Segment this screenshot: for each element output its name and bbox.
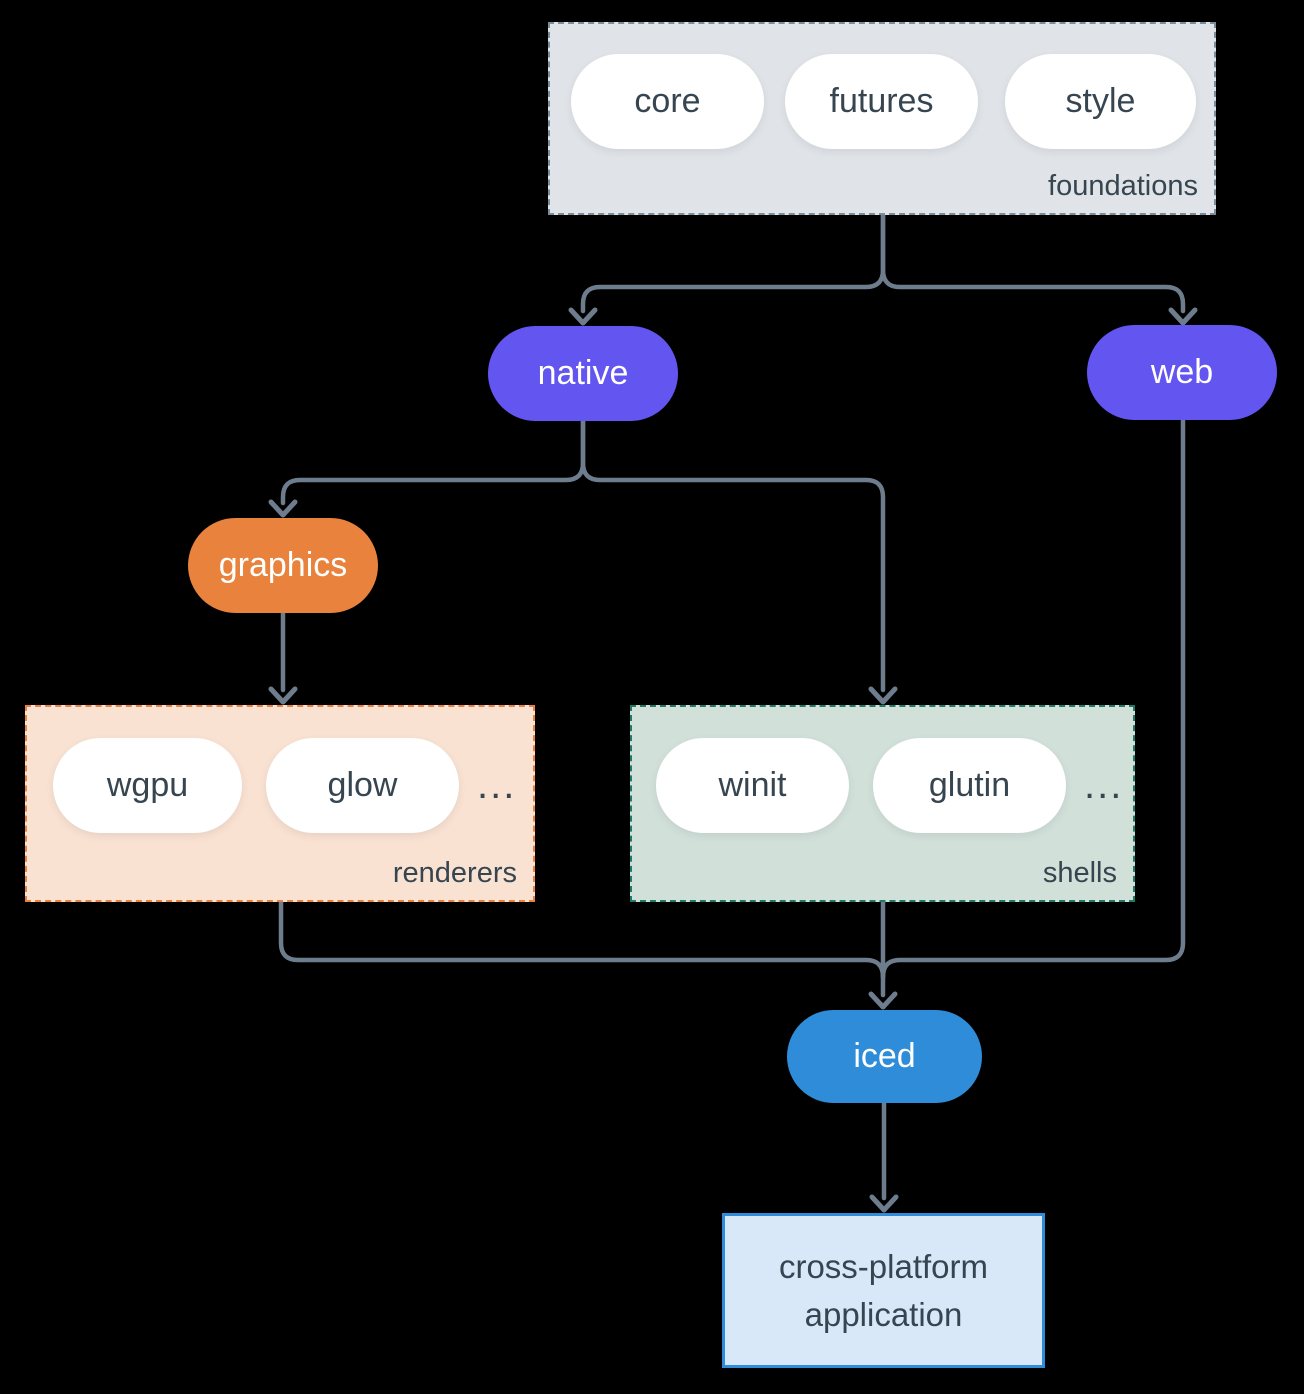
- node-web: web: [1087, 325, 1277, 420]
- pill-style-label: style: [1065, 82, 1136, 120]
- pill-glutin-label: glutin: [928, 766, 1011, 804]
- node-web-label: web: [1150, 353, 1214, 391]
- arrowhead-application: [869, 1194, 899, 1213]
- pill-glow: glow: [266, 738, 459, 833]
- connector-foundations-to-native: [568, 212, 886, 326]
- arrowhead-native: [568, 307, 598, 326]
- pill-glutin: glutin: [873, 738, 1066, 833]
- connector-foundations-to-web: [880, 212, 1198, 326]
- connector-shells-to-iced: [868, 899, 898, 1010]
- foundations-group: core futures style foundations: [548, 22, 1216, 215]
- pill-core-label: core: [634, 82, 701, 120]
- node-graphics-label: graphics: [218, 546, 348, 584]
- connector-iced-to-application: [869, 1100, 899, 1213]
- pill-winit-label: winit: [718, 766, 787, 804]
- application-label-line1: cross-platform: [778, 1247, 989, 1285]
- foundations-group-label: foundations: [1048, 170, 1198, 202]
- pill-wgpu-label: wgpu: [106, 766, 189, 804]
- node-native-label: native: [537, 354, 629, 392]
- renderers-group-label: renderers: [392, 857, 517, 889]
- node-iced: iced: [787, 1010, 982, 1103]
- application-box: cross-platform application: [722, 1213, 1045, 1368]
- connector-native-to-graphics: [268, 418, 586, 518]
- connector-renderers-to-iced: [278, 899, 886, 980]
- pill-winit: winit: [656, 738, 849, 833]
- renderers-ellipsis: ...: [477, 763, 517, 807]
- arrowhead-web: [1168, 307, 1198, 326]
- pill-style: style: [1005, 54, 1196, 149]
- shells-ellipsis: ...: [1084, 763, 1124, 807]
- connector-native-to-shells: [580, 418, 898, 705]
- arrowhead-iced: [868, 991, 898, 1010]
- pill-core: core: [571, 54, 764, 149]
- application-label-line2: application: [804, 1295, 963, 1333]
- shells-group: winit glutin ... shells: [630, 705, 1135, 902]
- node-native: native: [488, 326, 678, 421]
- arrowhead-shells: [868, 686, 898, 705]
- renderers-group: wgpu glow ... renderers: [25, 705, 535, 902]
- shells-group-label: shells: [1042, 857, 1117, 889]
- node-iced-label: iced: [853, 1037, 916, 1075]
- node-graphics: graphics: [188, 518, 378, 613]
- arrowhead-renderers: [268, 686, 298, 705]
- arrowhead-graphics: [268, 499, 298, 518]
- pill-futures: futures: [785, 54, 978, 149]
- pill-futures-label: futures: [829, 82, 934, 120]
- pill-wgpu: wgpu: [53, 738, 242, 833]
- pill-glow-label: glow: [327, 766, 398, 804]
- connector-graphics-to-renderers: [268, 610, 298, 705]
